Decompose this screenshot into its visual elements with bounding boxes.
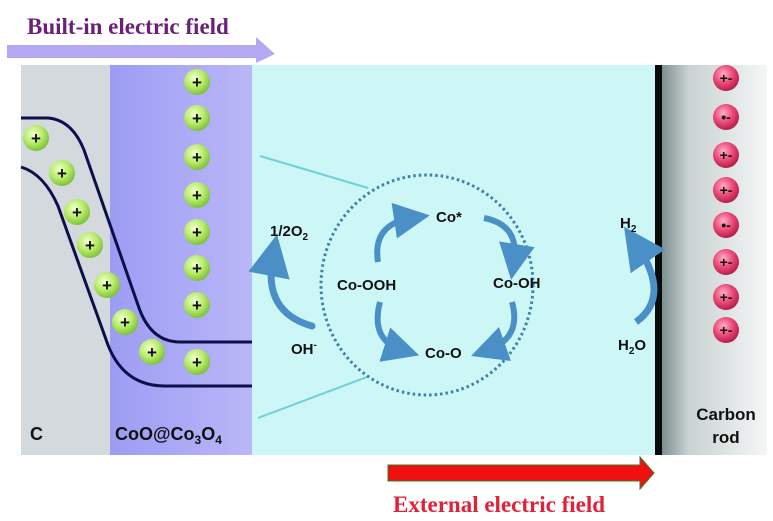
hole-particle: +: [184, 69, 210, 95]
hole-particle: +: [64, 199, 90, 225]
hole-plus-symbol: +: [192, 223, 202, 242]
hole-particle: +: [184, 105, 210, 131]
hole-plus-symbol: +: [192, 186, 202, 205]
cycle-co-o-label: Co-O: [425, 345, 462, 362]
rod-charge-particle: •-: [713, 212, 739, 238]
band-curve-lower: [20, 165, 252, 388]
rod-charge-particles: +- •- +- +- •- +- +- +-: [713, 65, 739, 343]
hole-plus-symbol: +: [192, 259, 202, 278]
charge-symbol: •-: [721, 109, 731, 125]
charge-symbol: +-: [720, 147, 733, 163]
hole-particle: +: [77, 232, 103, 258]
carbon-rod-label-line2: rod: [712, 428, 739, 447]
zoom-line-bottom: [257, 376, 368, 419]
electrolyte-region: [252, 65, 656, 455]
hole-particle: +: [49, 160, 75, 186]
electrode-edge: [655, 65, 662, 455]
hole-particle: +: [94, 272, 120, 298]
rod-charge-particle: •-: [713, 104, 739, 130]
hole-particle: +: [184, 292, 210, 318]
hole-particle: +: [184, 255, 210, 281]
charge-symbol: +-: [720, 254, 733, 270]
builtin-field-arrow: [7, 37, 275, 63]
h2-label: H2: [620, 215, 637, 235]
cycle-arrow-bottom-left-icon: [374, 301, 420, 362]
hole-plus-symbol: +: [147, 343, 157, 362]
hole-particle: +: [139, 339, 165, 365]
external-field-arrow: [387, 455, 655, 491]
hole-plus-symbol: +: [72, 203, 82, 222]
hole-plus-symbol: +: [85, 236, 95, 255]
hole-plus-symbol: +: [192, 109, 202, 128]
cycle-co-star-label: Co*: [436, 209, 462, 226]
rod-charge-particle: +-: [713, 177, 739, 203]
hole-plus-symbol: +: [192, 296, 202, 315]
charge-symbol: •-: [721, 217, 731, 233]
catalytic-cycle-circle: [319, 173, 535, 397]
cycle-arrow-bottom-right-icon: [471, 301, 518, 361]
o2-label: 1/2O2: [270, 223, 309, 243]
builtin-field-title: Built-in electric field: [27, 14, 229, 39]
zoom-line-top: [259, 155, 369, 189]
rod-charge-particle: +-: [713, 317, 739, 343]
carbon-rod-label-line1: Carbon: [696, 405, 756, 424]
carbon-label: C: [30, 424, 43, 444]
h2o-label: H2O: [618, 337, 646, 357]
oer-arrow-icon: [248, 234, 316, 330]
cycle-arrow-top-right-icon: [483, 215, 535, 280]
rod-charge-particle: +-: [713, 142, 739, 168]
hole-plus-symbol: +: [192, 148, 202, 167]
hole-particles: +++++++++++++++: [23, 69, 210, 375]
cycle-co-ooh-label: Co-OOH: [337, 277, 396, 294]
rod-charge-particle: +-: [713, 249, 739, 275]
hole-particle: +: [184, 182, 210, 208]
hole-plus-symbol: +: [192, 73, 202, 92]
hole-plus-symbol: +: [120, 313, 130, 332]
charge-symbol: +-: [720, 70, 733, 86]
cycle-arrow-top-left-icon: [374, 202, 430, 263]
hole-plus-symbol: +: [31, 129, 41, 148]
band-curve-upper: [21, 116, 252, 344]
hole-particle: +: [184, 349, 210, 375]
hole-particle: +: [184, 144, 210, 170]
coo-co3o4-region: [110, 65, 252, 455]
coo-co3o4-label: CoO@Co3O4: [115, 424, 222, 447]
rod-charge-particle: +-: [713, 65, 739, 91]
charge-symbol: +-: [720, 322, 733, 338]
hole-particle: +: [112, 309, 138, 335]
hole-particle: +: [184, 219, 210, 245]
oh-label: OH-: [291, 340, 317, 358]
external-field-title: External electric field: [393, 492, 605, 517]
hole-plus-symbol: +: [192, 353, 202, 372]
rod-charge-particle: +-: [713, 284, 739, 310]
hole-particle: +: [23, 125, 49, 151]
hole-plus-symbol: +: [57, 164, 67, 183]
charge-symbol: +-: [720, 182, 733, 198]
charge-symbol: +-: [720, 289, 733, 305]
her-arrow-icon: [624, 226, 666, 325]
cycle-co-oh-label: Co-OH: [493, 275, 541, 292]
hole-plus-symbol: +: [102, 276, 112, 295]
